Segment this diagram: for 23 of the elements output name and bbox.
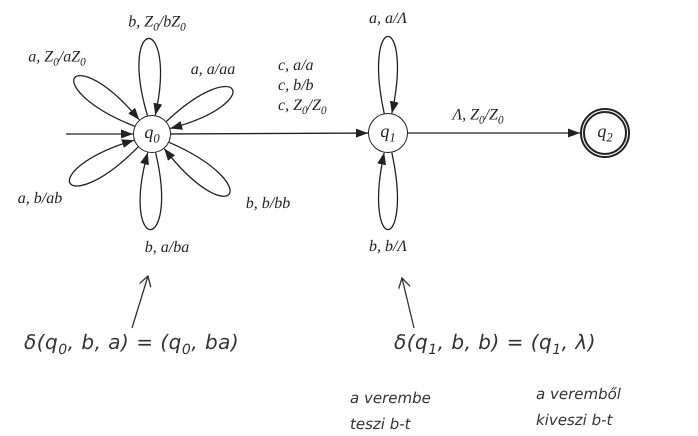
state-label: q$_{2}$ bbox=[597, 122, 613, 144]
self-loop-arrow bbox=[164, 142, 231, 197]
self-loop-arrow bbox=[378, 36, 398, 114]
handwritten-formula: δ(q$_{0}$, b, a) = (q$_{0}$, ba) bbox=[24, 330, 240, 358]
transition-arrow bbox=[408, 128, 580, 138]
handwritten-note: a veremből kiveszi b-t bbox=[536, 384, 622, 431]
handwritten-note: a verembe teszi b-t bbox=[350, 388, 432, 435]
state-circle bbox=[368, 113, 408, 153]
self-loop-arrow bbox=[166, 86, 234, 130]
transition-arrow bbox=[171, 128, 368, 138]
state-circle bbox=[133, 115, 171, 153]
handwritten-formula: δ(q$_{1}$, b, b) = (q$_{1}$, λ) bbox=[394, 330, 596, 358]
self-loop-arrow bbox=[378, 152, 398, 230]
self-loop-arrow bbox=[140, 152, 162, 230]
self-loop-arrow bbox=[73, 75, 140, 127]
leader-arrow bbox=[398, 277, 415, 328]
self-loop-arrow bbox=[69, 140, 139, 186]
leader-arrow bbox=[131, 275, 152, 328]
accepting-state-circle bbox=[580, 108, 630, 158]
state-label: q$_{0}$ bbox=[144, 122, 160, 146]
state-label: q$_{1}$ bbox=[380, 122, 396, 144]
start-arrow bbox=[66, 130, 133, 138]
self-loop-arrow bbox=[138, 38, 162, 116]
